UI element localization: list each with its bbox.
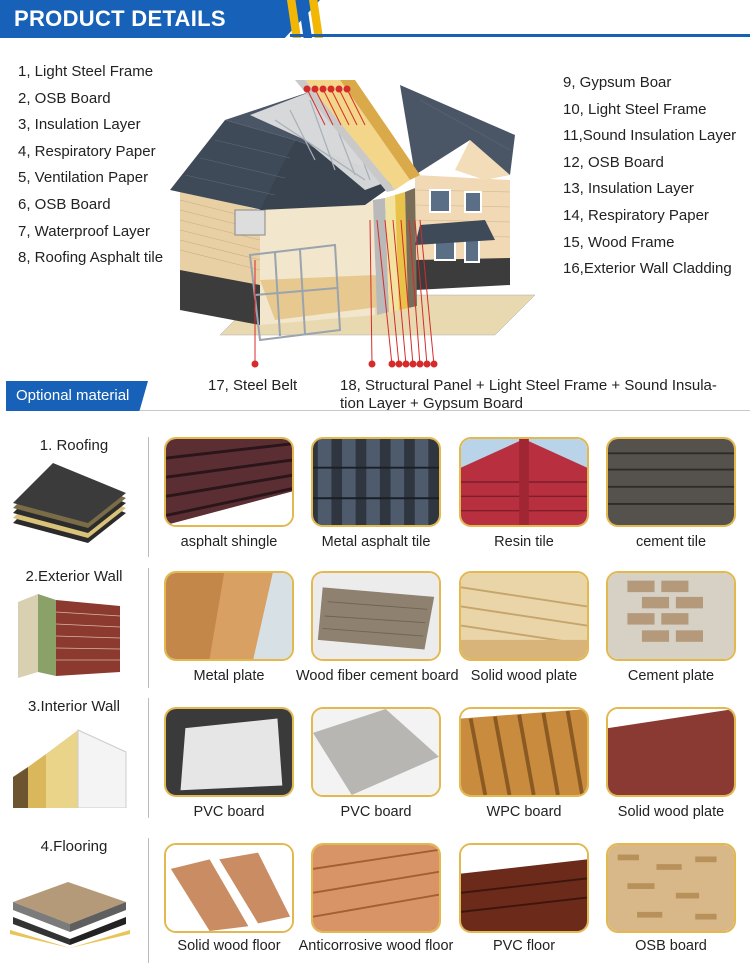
- section-title-interior-wall: 3.Interior Wall: [28, 698, 120, 715]
- material-caption: Resin tile: [494, 534, 554, 550]
- legend-item: 9, Gypsum Boar: [563, 74, 672, 91]
- page-title: PRODUCT DETAILS: [14, 6, 226, 31]
- metal-asphalt-tile-image: [311, 437, 441, 527]
- material-caption: Anticorrosive wood floor: [298, 938, 454, 954]
- legend-item: 2, OSB Board: [18, 89, 111, 107]
- legend-item: 11,Sound Insulation Layer: [563, 127, 737, 145]
- caption-line: tion Layer + Gypsum Board: [340, 395, 524, 412]
- caption-steel-belt: 17, Steel Belt: [208, 377, 298, 394]
- solid-wood-plate-red-image: [606, 707, 736, 797]
- legend-item: 1, Light Steel Frame: [18, 63, 154, 80]
- material-caption: Metal plate: [193, 668, 265, 684]
- caption-structural-panel: 18, Structural Panel + Light Steel Frame…: [340, 377, 740, 413]
- material-caption: Cement plate: [627, 668, 715, 684]
- material-caption: Wood fiber cement board: [296, 668, 459, 684]
- legend-item: 8, Roofing Asphalt tile: [18, 249, 164, 267]
- wpc-board-image: [459, 707, 589, 797]
- metal-plate-image: [164, 571, 294, 661]
- legend-item: 10, Light Steel Frame: [563, 100, 707, 118]
- section-title-flooring: 4.Flooring: [40, 838, 108, 855]
- legend-item: 5, Ventilation Paper: [18, 169, 149, 187]
- page-header: PRODUCT DETAILS: [0, 0, 750, 40]
- material-caption: cement tile: [635, 534, 707, 550]
- header-rule: [290, 34, 750, 37]
- material-caption: Metal asphalt tile: [321, 534, 431, 550]
- legend-item: 12, OSB Board: [563, 153, 664, 171]
- legend-item: 6, OSB Board: [18, 195, 111, 213]
- legend-item: 16,Exterior Wall Cladding: [563, 260, 732, 278]
- legend-wall-layers: 9, Gypsum Boar 10, Light Steel Frame 11,…: [563, 70, 736, 283]
- resin-tile-image: [459, 437, 589, 527]
- header-banner: [0, 0, 320, 38]
- material-caption: Solid wood plate: [617, 804, 725, 820]
- legend-item: 7, Waterproof Layer: [18, 222, 151, 240]
- section-title-exterior-wall: 2.Exterior Wall: [25, 568, 123, 585]
- flooring-layers-icon: [10, 882, 130, 948]
- legend-item: 4, Respiratory Paper: [18, 142, 156, 160]
- material-caption: OSB board: [635, 938, 707, 954]
- legend-roof-layers: 1, Light Steel Frame 2, OSB Board 3, Ins…: [18, 59, 163, 272]
- material-caption: PVC board: [193, 804, 265, 820]
- section-rule: [140, 410, 750, 411]
- legend-item: 14, Respiratory Paper: [563, 206, 709, 224]
- solid-wood-floor-image: [164, 843, 294, 933]
- caption-line: 18, Structural Panel + Light Steel Frame…: [340, 377, 717, 394]
- legend-item: 3, Insulation Layer: [18, 116, 141, 134]
- exterior-wall-layers-icon: [18, 594, 121, 678]
- interior-wall-layers-icon: [13, 729, 127, 808]
- section-divider: [148, 568, 149, 688]
- asphalt-shingle-image: [164, 437, 294, 527]
- solid-wood-plate-image: [459, 571, 589, 661]
- wood-fiber-cement-board-image: [311, 571, 441, 661]
- osb-board-image: [606, 843, 736, 933]
- material-caption: PVC floor: [492, 938, 556, 954]
- legend-item: 13, Insulation Layer: [563, 180, 694, 198]
- anticorrosive-wood-floor-image: [311, 843, 441, 933]
- cement-plate-image: [606, 571, 736, 661]
- roofing-layers-icon: [13, 463, 126, 543]
- material-caption: PVC board: [340, 804, 412, 820]
- material-caption: asphalt shingle: [180, 534, 278, 550]
- section-divider: [148, 698, 149, 818]
- section-title-roofing: 1. Roofing: [39, 437, 109, 454]
- legend-item: 15, Wood Frame: [563, 233, 675, 251]
- pvc-board-image: [164, 707, 294, 797]
- section-divider: [148, 437, 149, 557]
- pvc-floor-image: [459, 843, 589, 933]
- material-caption: Solid wood floor: [177, 938, 281, 954]
- section-divider: [148, 838, 149, 963]
- material-caption: WPC board: [486, 804, 562, 820]
- cement-tile-image: [606, 437, 736, 527]
- material-caption: Solid wood plate: [470, 668, 578, 684]
- pvc-board-textured-image: [311, 707, 441, 797]
- house-cutaway-illustration: [170, 80, 536, 368]
- optional-material-banner: Optional material: [6, 381, 148, 411]
